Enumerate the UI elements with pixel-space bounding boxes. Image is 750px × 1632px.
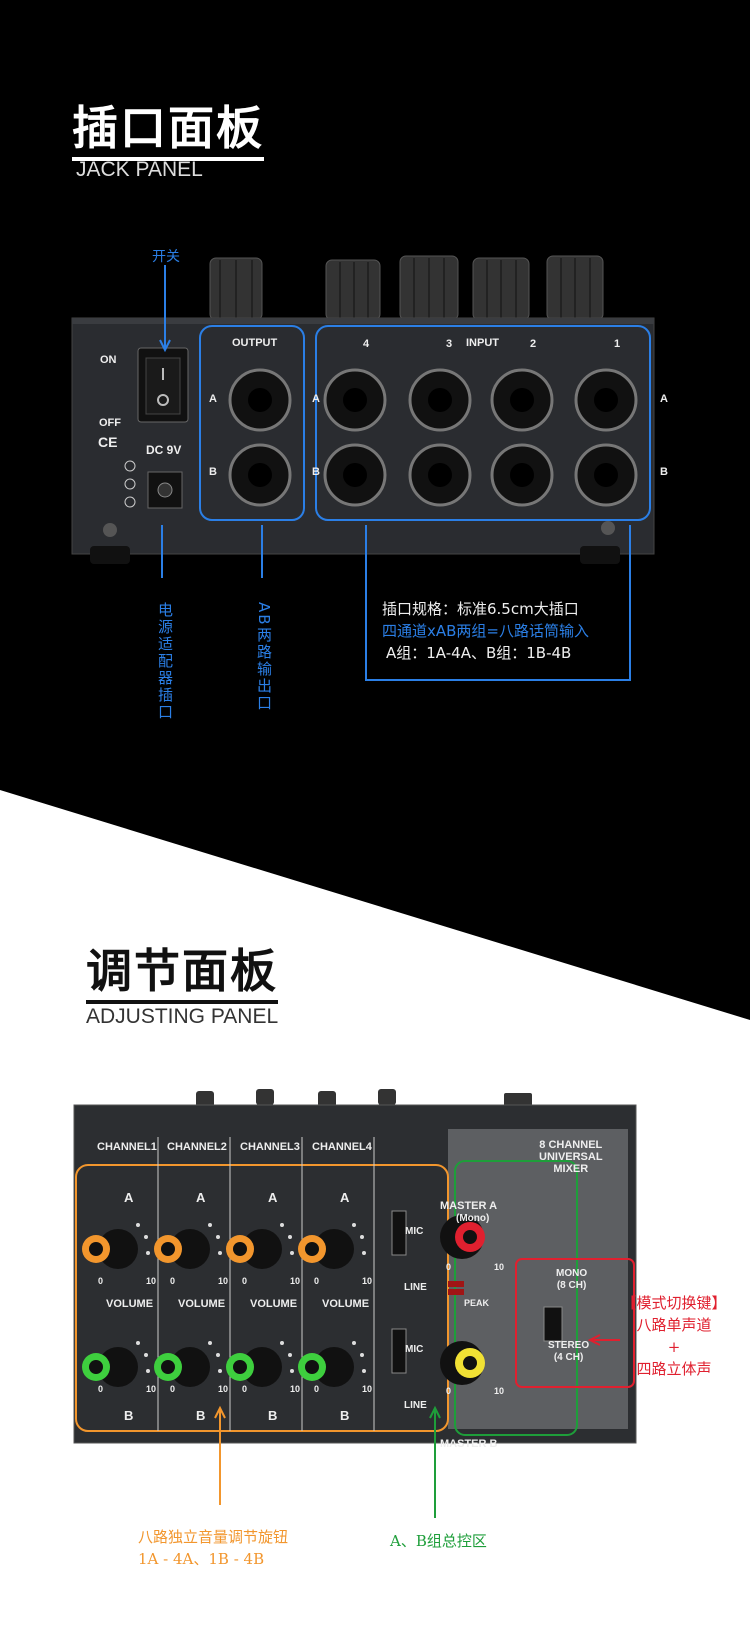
- jack-panel-title: 插口面板: [72, 92, 264, 161]
- jack-spec-line3: A组：1A-4A、B组：1B-4B: [386, 644, 572, 662]
- ch4-volume: VOLUME: [322, 1298, 370, 1310]
- mono-label: MONO (8 CH): [556, 1268, 588, 1291]
- ch1-a-scale-min: 0: [98, 1276, 104, 1286]
- ch3-volume: VOLUME: [250, 1298, 298, 1310]
- line-label-b: LINE: [404, 1400, 427, 1411]
- ch4-row-b: B: [340, 1408, 350, 1423]
- ch1-volume: VOLUME: [106, 1298, 154, 1310]
- ch3-b-scale-min: 0: [242, 1384, 248, 1394]
- ch2-a-scale-max: 10: [218, 1276, 229, 1286]
- jack-annotation-lines: [159, 265, 631, 681]
- output-row-b: B: [209, 466, 217, 478]
- input-number-1: 1: [614, 338, 621, 350]
- master-annotation: A、B组总控区: [390, 1532, 487, 1550]
- ch2-a-scale-min: 0: [170, 1276, 176, 1286]
- master-b-label: MASTER B: [440, 1438, 498, 1450]
- ch1-b-scale-max: 10: [146, 1384, 157, 1394]
- ch2-b-scale-max: 10: [218, 1384, 229, 1394]
- input-label: INPUT: [466, 337, 499, 349]
- mode-switch-annotation: 【模式切换键】 八路单声道 + 四路立体声: [621, 1294, 727, 1378]
- jack-panel-subtitle: JACK PANEL: [76, 158, 203, 181]
- ch2-row-a: A: [196, 1190, 206, 1205]
- input-number-2: 2: [530, 338, 537, 350]
- channel2-label: CHANNEL2: [167, 1141, 227, 1153]
- dc-label: DC 9V: [146, 443, 182, 457]
- input-number-3: 3: [446, 338, 453, 350]
- master-a-scale-max: 10: [494, 1262, 505, 1272]
- ch4-a-scale-min: 0: [314, 1276, 320, 1286]
- off-label: OFF: [99, 417, 121, 429]
- ch3-b-scale-max: 10: [290, 1384, 301, 1394]
- input-row-b-right: B: [660, 466, 668, 478]
- input-row-a-left: A: [312, 393, 320, 405]
- ch1-a-scale-max: 10: [146, 1276, 157, 1286]
- ch1-row-a: A: [124, 1190, 134, 1205]
- ce-mark: CE: [98, 434, 118, 450]
- output-annotation: AB两路输出口: [255, 602, 273, 712]
- output-row-a: A: [209, 393, 217, 405]
- ch3-row-b: B: [268, 1408, 278, 1423]
- adjust-panel-subtitle: ADJUSTING PANEL: [86, 1005, 279, 1028]
- mixer-brand: 8 CHANNEL UNIVERSAL MIXER: [539, 1139, 603, 1175]
- channel1-label: CHANNEL1: [97, 1141, 157, 1153]
- jack-spec-line2: 四通道xAB两组=八路话筒输入: [382, 622, 589, 640]
- ch3-a-scale-max: 10: [290, 1276, 301, 1286]
- jack-panel-device: [71, 255, 655, 564]
- ch4-b-scale-min: 0: [314, 1384, 320, 1394]
- ch2-volume: VOLUME: [178, 1298, 226, 1310]
- adjust-panel-title: 调节面板: [86, 935, 278, 1004]
- output-label: OUTPUT: [232, 337, 278, 349]
- input-row-b-left: B: [312, 466, 320, 478]
- mic-label-b: MIC: [405, 1344, 424, 1355]
- ch2-row-b: B: [196, 1408, 206, 1423]
- knob-annotation: 八路独立音量调节旋钮 1A - 4A、1B - 4B: [138, 1528, 289, 1568]
- adjust-annotation-lines: [214, 1334, 620, 1518]
- master-a-mono: (Mono): [456, 1213, 490, 1224]
- mixer-device: [73, 1089, 637, 1444]
- master-a-label: MASTER A: [440, 1200, 498, 1212]
- ch2-b-scale-min: 0: [170, 1384, 176, 1394]
- master-a-scale-min: 0: [446, 1262, 452, 1272]
- on-label: ON: [100, 354, 117, 366]
- ch4-a-scale-max: 10: [362, 1276, 373, 1286]
- ch1-row-b: B: [124, 1408, 134, 1423]
- master-b-scale-min: 0: [446, 1386, 452, 1396]
- channel4-label: CHANNEL4: [312, 1141, 372, 1153]
- ch4-row-a: A: [340, 1190, 350, 1205]
- ch4-b-scale-max: 10: [362, 1384, 373, 1394]
- power-annotation: 电源适配器插口: [156, 602, 174, 721]
- switch-annotation: 开关: [152, 249, 180, 265]
- jack-spec-line1: 插口规格：标准6.5cm大插口: [382, 600, 579, 618]
- ch3-row-a: A: [268, 1190, 278, 1205]
- master-b-scale-max: 10: [494, 1386, 505, 1396]
- channel3-label: CHANNEL3: [240, 1141, 300, 1153]
- input-number-4: 4: [363, 338, 370, 350]
- ch1-b-scale-min: 0: [98, 1384, 104, 1394]
- line-label-a: LINE: [404, 1282, 427, 1293]
- stereo-label: STEREO (4 CH): [548, 1340, 590, 1363]
- input-row-a-right: A: [660, 393, 668, 405]
- peak-label: PEAK: [464, 1298, 490, 1308]
- mic-label-a: MIC: [405, 1226, 424, 1237]
- ch3-a-scale-min: 0: [242, 1276, 248, 1286]
